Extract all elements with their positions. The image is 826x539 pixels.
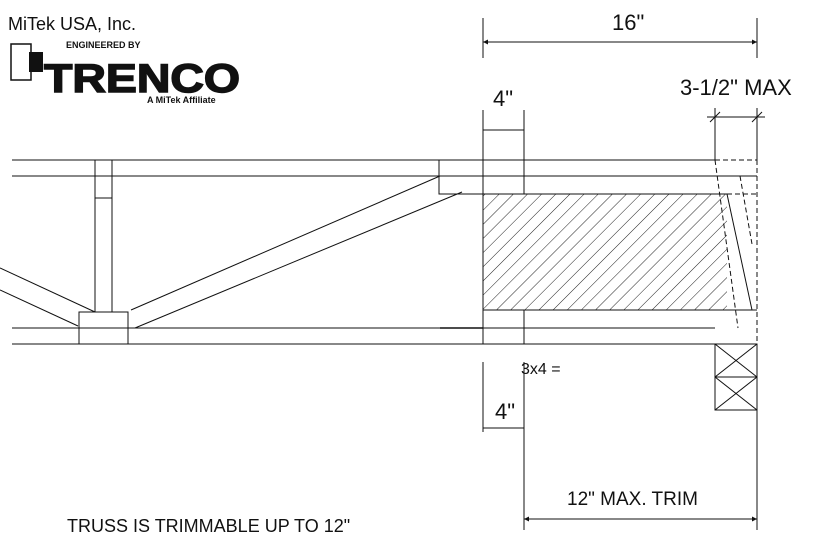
trenco-logo: ENGINEERED BY TRENCO A MiTek Affiliate <box>10 40 241 105</box>
dimension-upper-4-label: 4" <box>493 86 513 111</box>
truss-webs <box>0 160 463 329</box>
logo-affiliate: A MiTek Affiliate <box>147 95 216 105</box>
dimension-16-label: 16" <box>612 10 644 35</box>
logo-tagline: ENGINEERED BY <box>66 40 141 50</box>
dimension-lower-4-label: 4" <box>495 399 515 424</box>
trimmable-zone-hatch <box>483 194 727 310</box>
dimension-lower-4-inch <box>482 362 525 432</box>
plate-size-label: 3x4 = <box>521 361 561 378</box>
trim-end-dashed <box>714 159 758 344</box>
footer-note: TRUSS IS TRIMMABLE UP TO 12" <box>67 516 350 536</box>
dimension-max-trim <box>523 410 758 530</box>
dimension-max-overhang <box>707 108 765 160</box>
dimension-16-inch <box>482 18 758 58</box>
logo-wordmark: TRENCO <box>44 57 240 101</box>
dimension-max-overhang-label: 3-1/2" MAX <box>680 75 792 100</box>
dimension-max-trim-label: 12" MAX. TRIM <box>567 489 698 510</box>
bearing-support <box>714 343 758 411</box>
dimension-upper-4-inch <box>482 110 525 160</box>
connector-plates <box>78 159 525 345</box>
company-name: MiTek USA, Inc. <box>8 14 136 34</box>
